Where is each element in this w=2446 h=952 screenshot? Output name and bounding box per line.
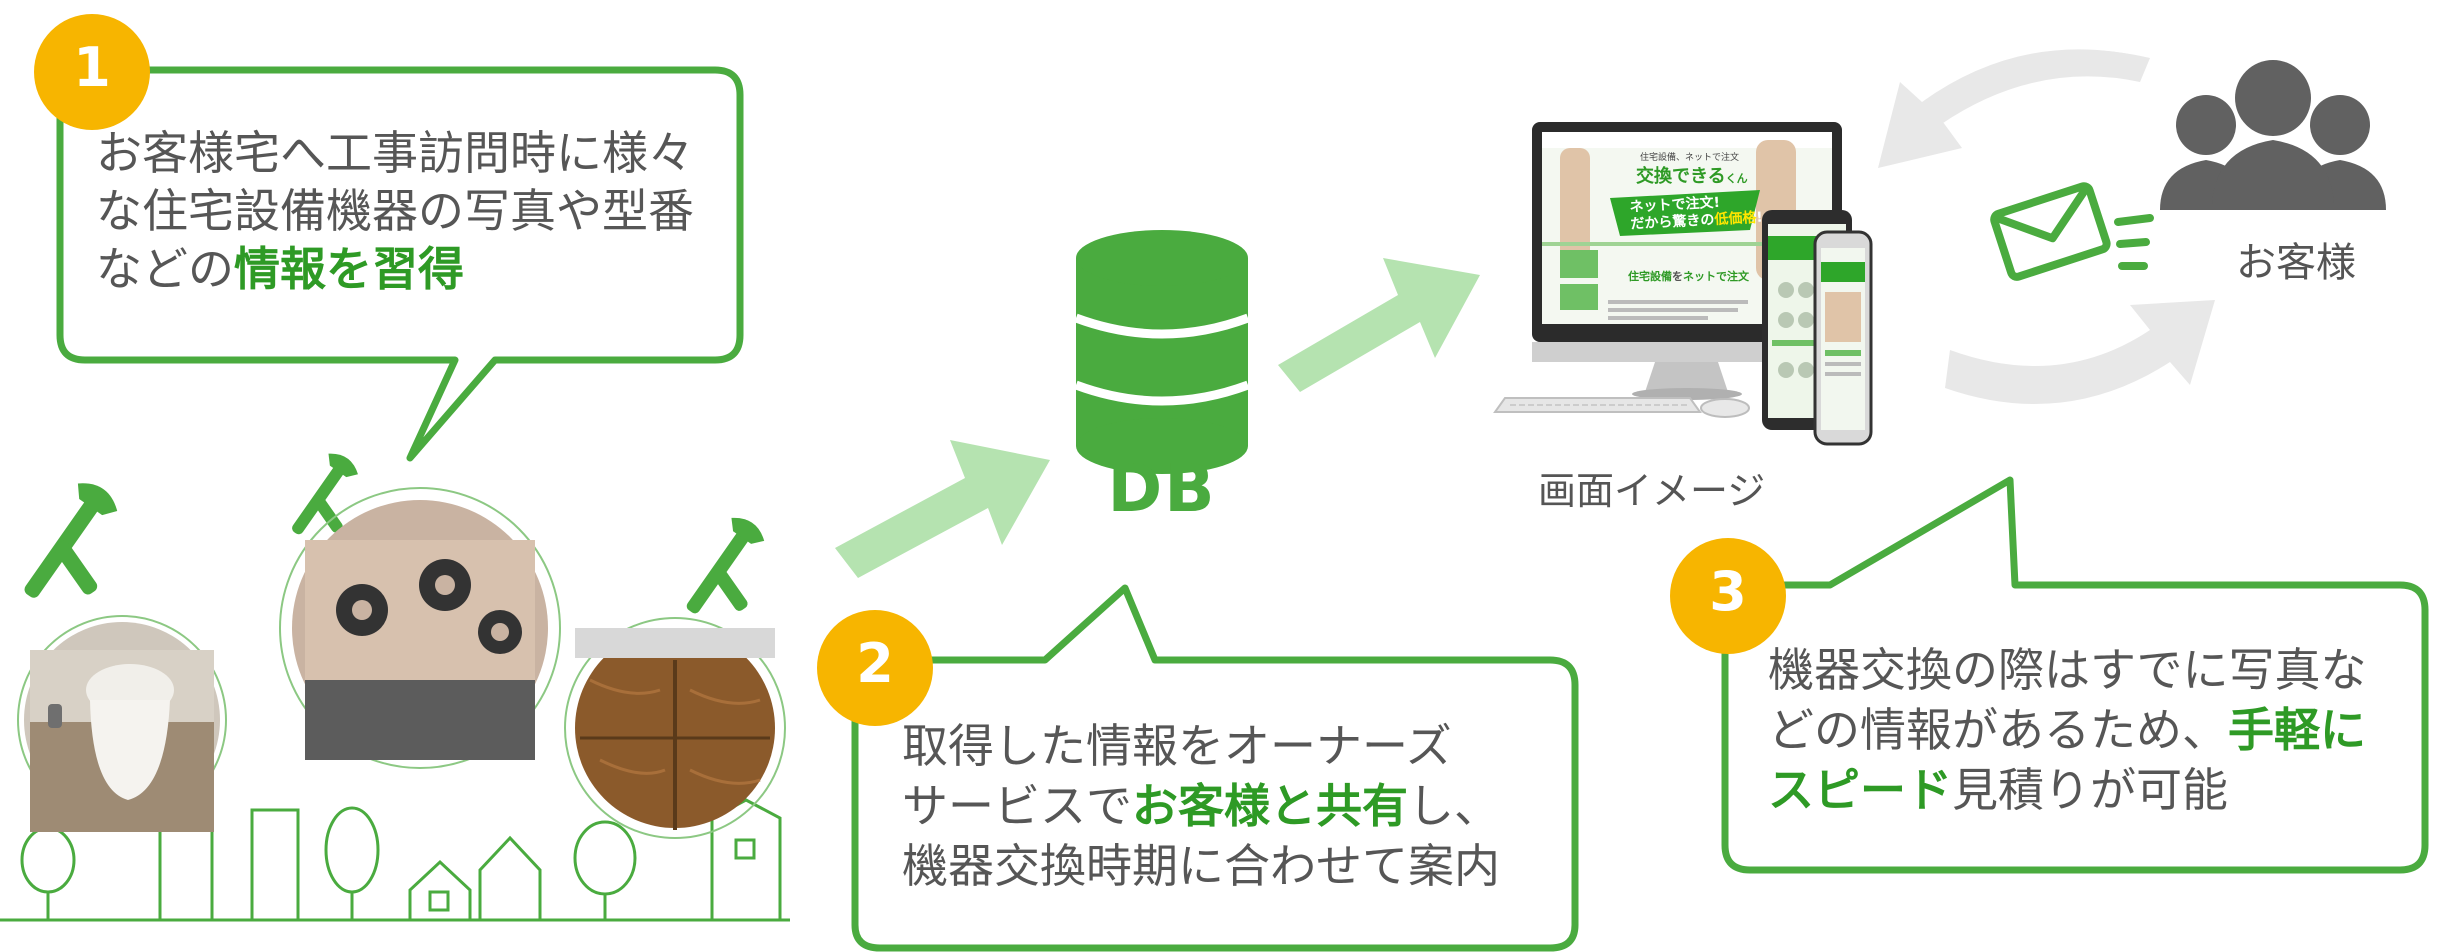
site-logo-main: 交換できる bbox=[1636, 166, 1726, 187]
site-section-title-mid: を bbox=[1672, 270, 1683, 283]
people-icon bbox=[2160, 60, 2386, 210]
screen-caption: 画面イメージ bbox=[1538, 469, 1766, 513]
step-2-line-3: 機器交換時期に合わせて案内 bbox=[902, 839, 1500, 893]
step-3-line-3: スピード見積りが可能 bbox=[1768, 760, 2366, 820]
cityscape-illustration bbox=[0, 798, 790, 922]
badge-2-number: 2 bbox=[856, 632, 894, 695]
step-3-highlight-2: スピード bbox=[1768, 763, 1952, 817]
photo-gas-stove bbox=[279, 487, 561, 769]
step-3-line-3-post: 見積りが可能 bbox=[1952, 763, 2228, 817]
site-banner-line-2-hl: 低価格 bbox=[1713, 209, 1757, 229]
mail-motion-lines bbox=[2114, 214, 2154, 270]
step-2-line-1: 取得した情報をオーナーズ bbox=[902, 719, 1452, 773]
step-2-line-2: サービスでお客様と共有し、 bbox=[902, 776, 1500, 836]
tools-icon-middle bbox=[292, 453, 358, 535]
step-2-highlight: お客様と共有 bbox=[1132, 779, 1408, 833]
mouse-image bbox=[1700, 398, 1750, 418]
site-section-title-pre: 住宅設備 bbox=[1628, 270, 1672, 283]
step-1-line-1: お客様宅へ工事訪問時に様々 bbox=[96, 126, 694, 180]
site-logo-suffix: くん bbox=[1725, 172, 1748, 185]
site-section-title-post: ネットで注文 bbox=[1683, 270, 1749, 283]
step-3-line-2-pre: どの情報があるため、 bbox=[1768, 703, 2228, 757]
photo-cabinet bbox=[564, 617, 786, 839]
database-icon bbox=[1074, 230, 1250, 474]
step-2-line-2-pre: サービスで bbox=[902, 779, 1132, 833]
mail-icon bbox=[1990, 182, 2111, 281]
tools-icon-left bbox=[24, 483, 118, 598]
site-section-title: 住宅設備をネットで注文 bbox=[1628, 268, 1749, 284]
step-2-text: 取得した情報をオーナーズ サービスでお客様と共有し、 機器交換時期に合わせて案内 bbox=[902, 716, 1500, 896]
step-1-line-3-plain: などの bbox=[96, 242, 234, 296]
step-3-highlight-1: 手軽に bbox=[2228, 703, 2366, 757]
step-1-text: お客様宅へ工事訪問時に様々 な住宅設備機器の写真や型番 などの情報を習得 bbox=[96, 124, 694, 298]
gray-arrow-top bbox=[1878, 49, 2148, 168]
arrow-to-screen bbox=[1278, 258, 1480, 392]
arrow-to-db bbox=[835, 440, 1050, 578]
site-logo: 交換できるくん bbox=[1636, 162, 1748, 188]
photo-toilet bbox=[17, 615, 227, 832]
tools-icon-right bbox=[686, 517, 765, 614]
step-1-line-3: などの情報を習得 bbox=[96, 240, 694, 298]
step-1-line-2: な住宅設備機器の写真や型番 bbox=[96, 184, 694, 238]
gray-arrow-bottom bbox=[1945, 300, 2215, 405]
badge-1-number: 1 bbox=[73, 36, 111, 99]
step-2-line-2-post: し、 bbox=[1408, 779, 1500, 833]
badge-1 bbox=[34, 14, 150, 130]
database-label: DB bbox=[1107, 450, 1217, 527]
step-3-line-1: 機器交換の際はすでに写真な bbox=[1768, 643, 2367, 697]
site-banner-line-2-pre: だから驚きの bbox=[1630, 212, 1715, 233]
badge-3-number: 3 bbox=[1709, 560, 1747, 623]
keyboard-image bbox=[1493, 397, 1702, 413]
badge-2 bbox=[817, 610, 933, 726]
customer-label: お客様 bbox=[2236, 240, 2356, 286]
site-banner-line-2-post: ! bbox=[1755, 209, 1764, 226]
step-3-text: 機器交換の際はすでに写真な どの情報があるため、手軽に スピード見積りが可能 bbox=[1768, 640, 2366, 820]
badge-3 bbox=[1670, 538, 1786, 654]
site-banner: ネットで注文! だから驚きの低価格! bbox=[1629, 193, 1763, 234]
gray-arrow-top-body bbox=[1925, 50, 2150, 125]
step-3-line-2: どの情報があるため、手軽に bbox=[1768, 700, 2366, 760]
site-tagline: 住宅設備、ネットで注文 bbox=[1640, 153, 1740, 163]
phone-image bbox=[1813, 230, 1873, 446]
step-1-highlight: 情報を習得 bbox=[234, 242, 464, 296]
